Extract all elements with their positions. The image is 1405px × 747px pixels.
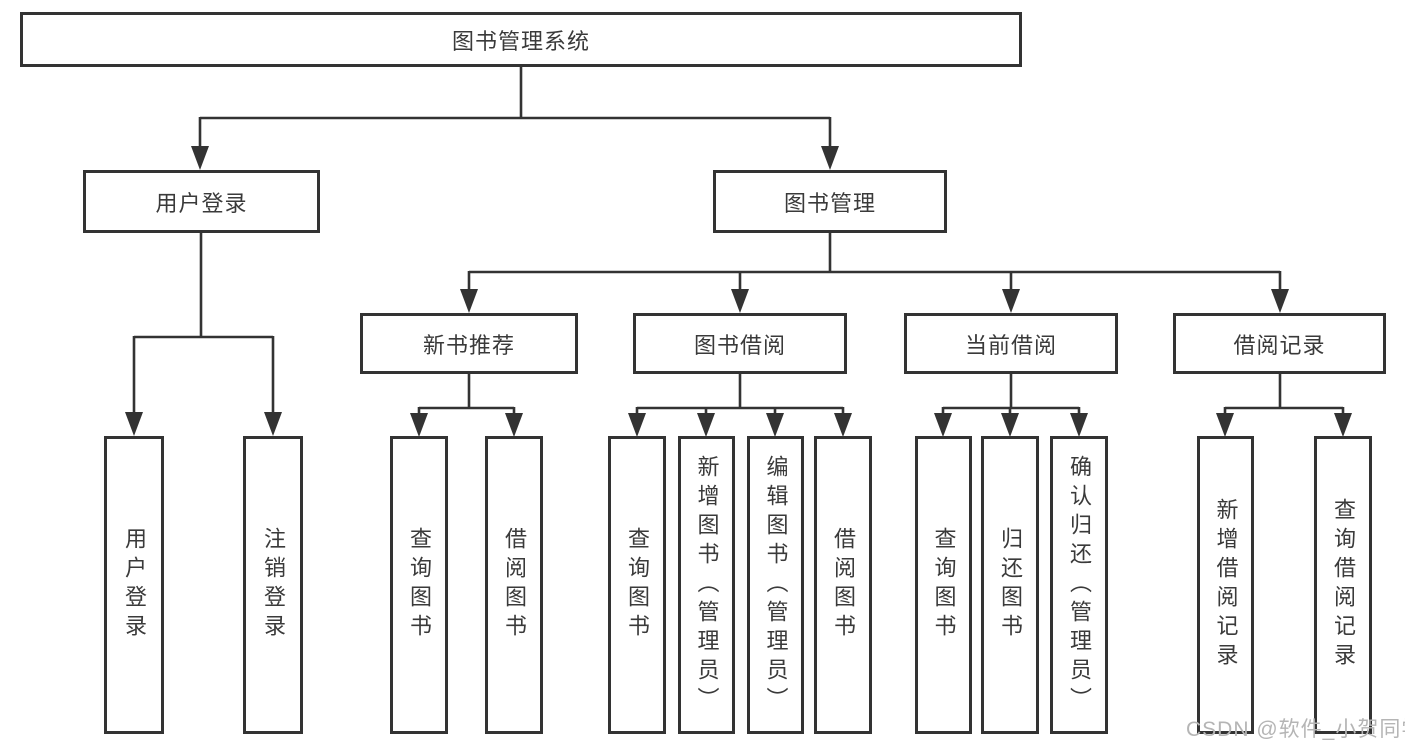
- node-user-login: 用户登录: [83, 170, 320, 233]
- leaf-return-books-label: 归还图书: [998, 527, 1023, 643]
- node-current-borrow: 当前借阅: [904, 313, 1118, 374]
- leaf-query-books-current: 查询图书: [915, 436, 972, 734]
- leaf-add-books-admin-label: 新增图书（管理员）: [694, 454, 720, 716]
- leaf-query-books-recommend: 查询图书: [390, 436, 448, 734]
- leaf-confirm-return-admin-label: 确认归还（管理员）: [1067, 454, 1092, 716]
- node-root-label: 图书管理系统: [451, 28, 590, 54]
- leaf-query-books-borrow: 查询图书: [608, 436, 666, 734]
- node-borrow-records-label: 借阅记录: [1233, 332, 1326, 358]
- leaf-query-books-borrow-label: 查询图书: [625, 527, 650, 643]
- node-new-book-recommend-label: 新书推荐: [422, 332, 515, 358]
- leaf-add-borrow-record-label: 新增借阅记录: [1213, 498, 1239, 672]
- leaf-borrow-books: 借阅图书: [814, 436, 872, 734]
- leaf-add-books-admin: 新增图书（管理员）: [678, 436, 735, 734]
- leaf-query-books-current-label: 查询图书: [931, 527, 957, 643]
- leaf-query-books-recommend-label: 查询图书: [407, 527, 432, 643]
- node-root: 图书管理系统: [20, 12, 1022, 67]
- node-current-borrow-label: 当前借阅: [964, 332, 1057, 358]
- leaf-user-login: 用户登录: [104, 436, 164, 734]
- node-book-management-label: 图书管理: [783, 190, 876, 216]
- leaf-query-borrow-record-label: 查询借阅记录: [1331, 498, 1356, 672]
- node-book-management: 图书管理: [713, 170, 947, 233]
- leaf-confirm-return-admin: 确认归还（管理员）: [1050, 436, 1108, 734]
- leaf-logout-label: 注销登录: [261, 527, 286, 643]
- csdn-watermark: CSDN @软件_小贺同学: [1186, 718, 1405, 741]
- arrowheads: [125, 146, 1352, 437]
- leaf-logout: 注销登录: [243, 436, 303, 734]
- leaf-borrow-books-recommend-label: 借阅图书: [502, 527, 527, 643]
- leaf-edit-books-admin: 编辑图书（管理员）: [747, 436, 804, 734]
- node-user-login-label: 用户登录: [155, 190, 248, 216]
- node-book-borrow-label: 图书借阅: [693, 332, 786, 358]
- leaf-return-books: 归还图书: [981, 436, 1039, 734]
- leaf-borrow-books-label: 借阅图书: [831, 527, 856, 643]
- leaf-query-borrow-record: 查询借阅记录: [1314, 436, 1372, 734]
- leaf-add-borrow-record: 新增借阅记录: [1197, 436, 1254, 734]
- leaf-borrow-books-recommend: 借阅图书: [485, 436, 543, 734]
- node-borrow-records: 借阅记录: [1173, 313, 1386, 374]
- leaf-user-login-label: 用户登录: [122, 527, 147, 643]
- node-book-borrow: 图书借阅: [633, 313, 847, 374]
- leaf-edit-books-admin-label: 编辑图书（管理员）: [763, 454, 789, 716]
- node-new-book-recommend: 新书推荐: [360, 313, 578, 374]
